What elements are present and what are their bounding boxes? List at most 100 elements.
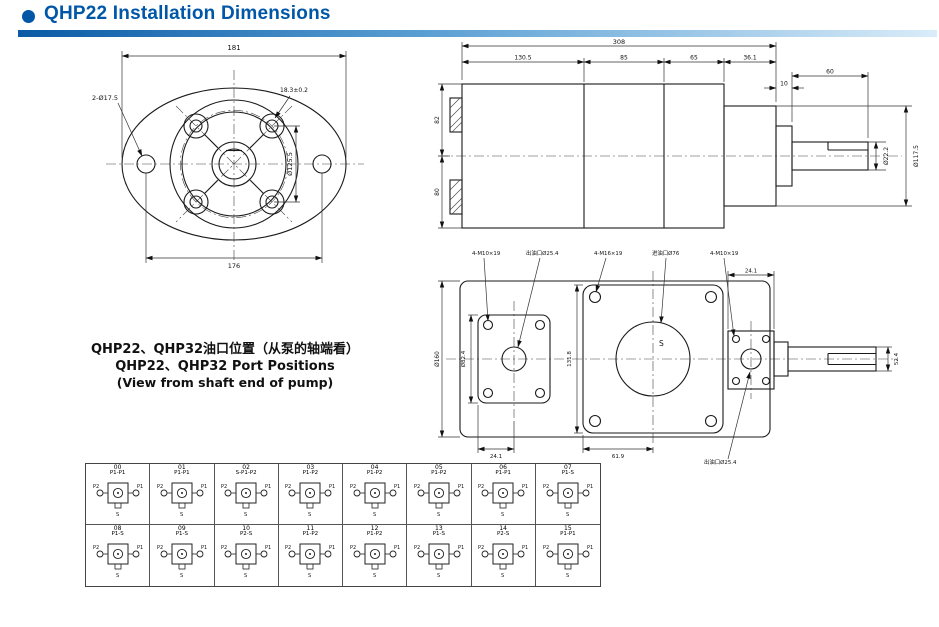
port-right-label: P1 — [394, 484, 400, 490]
flange-view-drawing: 181 2-Ø17.5 18.3±0.2 Ø125.5 176 — [92, 44, 364, 270]
flange-outline — [121, 87, 347, 241]
port-option-diagram: P2 P1 S — [543, 482, 593, 518]
port-option-diagram: P2 P1 S — [157, 543, 207, 579]
port-option-diagram: P2 P1 S — [285, 482, 336, 518]
port-option-label: P1-P2 — [366, 531, 383, 538]
port-option-diagram: P2 P1 S — [285, 543, 336, 579]
port-right-label: P1 — [201, 545, 207, 551]
port-right-label: P1 — [201, 484, 207, 490]
port-right-label: P1 — [522, 545, 528, 551]
port-option-code: 08 — [113, 525, 122, 532]
port-right-label: P1 — [394, 545, 400, 551]
shaft-dim: 52.4 — [894, 352, 900, 365]
port-bottom-label: S — [180, 512, 183, 518]
port-option-cell: 02 S-P1-P2 P2 P1 S — [214, 464, 279, 525]
port-left-label: P2 — [221, 545, 227, 551]
port-bottom-label: S — [373, 512, 376, 518]
port-right-label: P1 — [522, 484, 528, 490]
flange-bottom-dim: 176 — [228, 262, 240, 270]
port-left-label: P2 — [414, 545, 420, 551]
port-bottom-label: S — [566, 512, 569, 518]
side-lower-dim: 80 — [434, 188, 441, 196]
port-option-code: 10 — [242, 525, 250, 532]
port-option-label: P1-S — [111, 531, 124, 538]
port-option-code: 02 — [242, 464, 250, 471]
port-bottom-label: S — [373, 573, 376, 579]
port-option-code: 03 — [306, 464, 315, 471]
side-mid-dim: 85 — [620, 55, 628, 62]
big-block-span-dim: 131.8 — [567, 351, 573, 367]
port-option-cell: 13 P1-S P2 P1 S — [407, 525, 472, 586]
port-option-label: S-P1-P2 — [235, 470, 257, 477]
port-option-label: P1-P1 — [174, 470, 190, 477]
left-port-dia-dim: Ø82.4 — [460, 350, 467, 367]
port-right-label: P1 — [137, 545, 143, 551]
port-right-label: P1 — [265, 484, 271, 490]
side-shaft-length-dim: 60 — [826, 69, 834, 76]
port-view-drawing: S 4-M10×19 出油口Ø25.4 4-M16×19 进油口Ø76 4-M1… — [434, 249, 900, 466]
port-option-cell: 06 P1-P1 P2 P1 S — [471, 464, 536, 525]
port-left-label: P2 — [414, 484, 420, 490]
port-left-label: P2 — [93, 545, 99, 551]
port-option-diagram: P2 P1 S — [221, 482, 271, 518]
caption-line-note: (View from shaft end of pump) — [116, 375, 334, 391]
port-option-cell: 04 P1-P2 P2 P1 S — [343, 464, 408, 525]
port-option-code: 14 — [499, 525, 507, 532]
port-stub-hatching — [449, 97, 463, 215]
port-option-label: P1-S — [175, 531, 189, 538]
bottom-mid-dim: 61.9 — [612, 454, 625, 460]
port-option-label: P2-S — [239, 531, 253, 538]
port-option-cell: 11 P1-P2 P2 P1 S — [279, 525, 343, 586]
port-option-diagram: P2 P1 S — [221, 543, 271, 579]
port-option-code: 00 — [113, 464, 122, 471]
port-bottom-label: S — [244, 573, 247, 579]
big-bolts-label: 4-M16×19 — [594, 251, 623, 257]
port-option-cell: 01 P1-P1 P2 P1 S — [150, 464, 215, 525]
port-left-label: P2 — [93, 484, 99, 490]
port-option-code: 09 — [178, 525, 186, 532]
port-option-label: P1-P2 — [302, 470, 319, 477]
port-option-code: 15 — [564, 525, 572, 532]
small-outlet-label: 出油口Ø25.4 — [526, 249, 559, 257]
header-bullet-icon — [22, 10, 35, 23]
port-option-cell: 14 P2-S P2 P1 S — [472, 525, 536, 586]
port-option-cell: 10 P2-S P2 P1 S — [215, 525, 279, 586]
port-option-cell: 12 P1-P2 P2 P1 S — [343, 525, 408, 586]
side-step-dim: 36.1 — [743, 55, 757, 62]
port-option-label: P1-S — [432, 531, 446, 538]
port-option-code: 06 — [499, 464, 507, 471]
bottom-left-dim: 24.1 — [490, 454, 502, 460]
side-upper-dim: 82 — [434, 116, 441, 124]
port-left-label: P2 — [478, 484, 484, 490]
small-bolts-label: 4-M10×19 — [472, 251, 501, 257]
port-option-diagram: P2 P1 S — [414, 482, 464, 518]
side-key-offset-dim: 10 — [780, 81, 788, 88]
port-option-code: 12 — [370, 525, 379, 532]
port-option-diagram: P2 P1 S — [478, 482, 528, 518]
port-option-label: P1-P1 — [560, 531, 576, 538]
port-option-cell: 03 P1-P2 P2 P1 S — [278, 464, 343, 525]
side-rear-dim: 65 — [690, 55, 698, 62]
port-option-code: 13 — [435, 525, 443, 532]
overall-height-dim: Ø160 — [434, 351, 441, 367]
port-options-grid: 00 P1-P1 P2 P1 S 01 P1-P1 — [85, 463, 601, 587]
flange-boss-label: 18.3±0.2 — [280, 87, 308, 94]
port-left-label: P2 — [221, 484, 227, 490]
port-right-label: P1 — [329, 545, 335, 551]
side-overall-dim: 308 — [613, 38, 625, 46]
port-option-diagram: P2 P1 S — [414, 543, 464, 579]
port-right-label: P1 — [137, 484, 143, 490]
port-option-code: 04 — [370, 464, 379, 471]
port-option-code: 01 — [178, 464, 186, 471]
port-bottom-label: S — [437, 512, 440, 518]
port-option-diagram: P2 P1 S — [157, 482, 207, 518]
port-left-label: P2 — [350, 484, 356, 490]
port-left-label: P2 — [285, 545, 291, 551]
port-option-label: P2-S — [496, 531, 510, 538]
port-right-label: P1 — [458, 484, 464, 490]
suction-port-label: S — [659, 339, 664, 348]
port-option-diagram: P2 P1 S — [350, 482, 400, 518]
port-option-cell: 15 P1-P1 P2 P1 S — [536, 525, 600, 586]
port-bottom-label: S — [308, 512, 311, 518]
